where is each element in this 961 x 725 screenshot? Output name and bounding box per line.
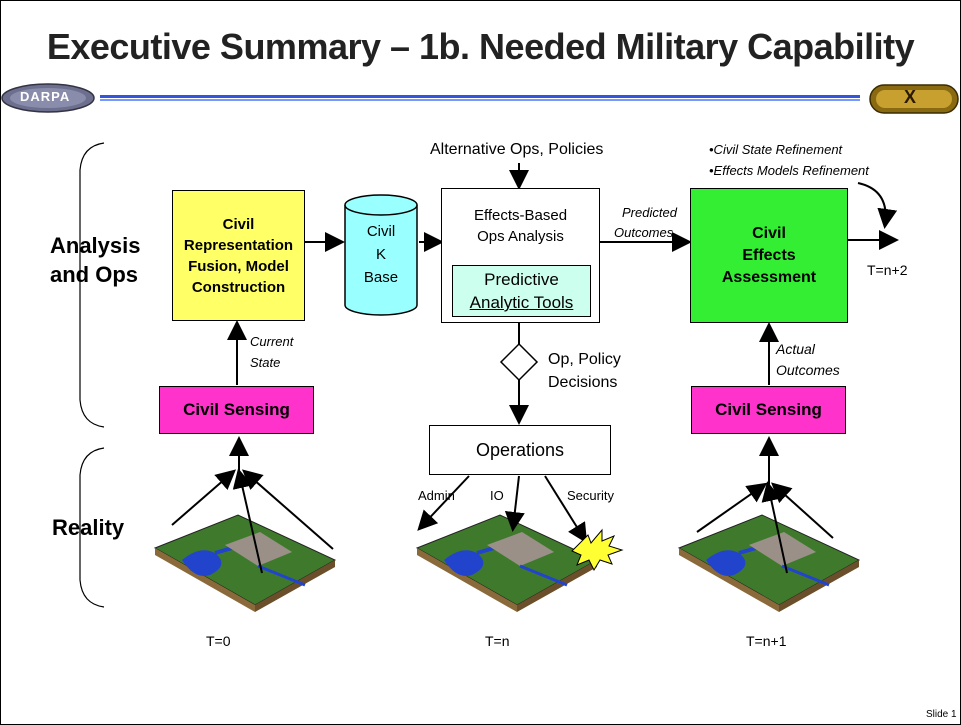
time-n1-label: T=n+1 [746,633,787,649]
kbase-cylinder [344,194,418,316]
effects-analysis-box: Effects-Based Ops Analysis Predictive An… [441,188,600,323]
io-label: IO [490,488,504,503]
predicted-label-2: Outcomes [614,225,674,240]
security-label: Security [567,488,614,503]
refinement-label-2: •Effects Models Refinement [709,163,869,178]
civil-effects-assessment-box: Civil Effects Assessment [690,188,848,323]
op-policy-label-2: Decisions [548,374,618,391]
time-n-label: T=n [485,633,510,649]
explosion-icon [571,528,624,572]
civil-sensing-left: Civil Sensing [159,386,314,434]
bracket-analysis [79,142,105,428]
predictive-tools-box: Predictive Analytic Tools [452,265,591,317]
time-n2-label: T=n+2 [867,262,908,278]
alt-ops-label: Alternative Ops, Policies [430,141,604,158]
row-label-reality: Reality [52,515,125,540]
refinement-label-1: •Civil State Refinement [709,142,843,157]
arrow-refinement [857,182,898,229]
darpa-logo: DARPA [20,89,71,104]
predicted-label-1: Predicted [622,205,677,220]
bracket-reality [79,447,105,608]
decision-diamond [499,342,539,382]
civil-representation-box: Civil Representation Fusion, Model Const… [172,190,305,321]
header-bar [1,83,959,114]
actual-outcomes-label-1: Actual [776,341,815,357]
row-label-ops: and Ops [50,262,139,287]
admin-label: Admin [418,488,455,503]
current-state-label-1: Current [250,334,294,349]
terrain-middle [415,514,599,612]
actual-outcomes-label-2: Outcomes [776,362,840,378]
op-policy-label-1: Op, Policy [548,351,621,368]
slide-number: Slide 1 [926,709,957,720]
row-label-analysis: Analysis [50,233,141,258]
operations-box: Operations [429,425,611,475]
terrain-right [677,514,861,612]
time-0-label: T=0 [206,633,231,649]
terrain-left [153,514,337,612]
slide-title: Executive Summary – 1b. Needed Military … [46,26,915,67]
ixo-logo: X [904,87,917,107]
kbase-label: Civil K Base [363,223,399,286]
civil-sensing-right: Civil Sensing [691,386,846,434]
current-state-label-2: State [250,355,281,370]
